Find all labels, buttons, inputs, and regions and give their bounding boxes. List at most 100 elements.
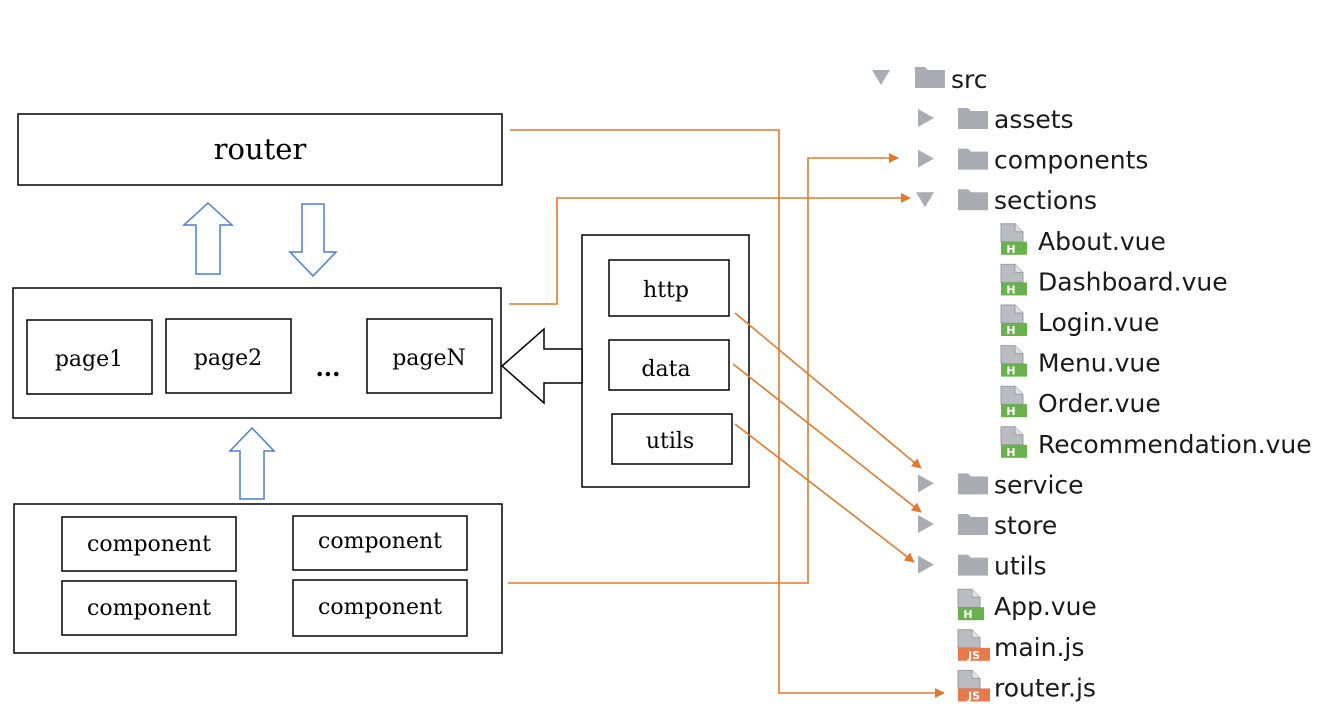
tree-item-menu-vue[interactable]: H Menu.vue: [1000, 345, 1161, 378]
tree-item-assets[interactable]: assets: [918, 105, 1074, 134]
components-container: component component component component: [13, 503, 503, 654]
pages-container: page1 page2 ... pageN: [12, 287, 502, 419]
service-box: utils: [611, 413, 733, 465]
component-label: component: [87, 596, 211, 621]
tree-item-label: store: [994, 511, 1057, 540]
tree-item-store[interactable]: store: [918, 511, 1057, 540]
vue-file-icon: H: [1000, 223, 1027, 256]
up-arrow-icon: [228, 426, 276, 500]
component-label: component: [318, 529, 442, 554]
tree-item-label: Login.vue: [1038, 308, 1159, 337]
page-box: pageN: [366, 318, 493, 394]
file-badge: H: [1006, 365, 1015, 378]
folder-icon: [958, 514, 988, 535]
tree-item-router-js[interactable]: JS router.js: [957, 669, 1096, 702]
ellipsis-label: ...: [315, 353, 340, 382]
service-box: data: [608, 339, 730, 391]
collapsed-triangle-icon[interactable]: [918, 555, 934, 574]
services-container: http data utils: [581, 234, 750, 488]
tree-root-src[interactable]: src: [872, 65, 988, 94]
vue-file-icon: H: [1000, 345, 1027, 378]
tree-item-label: Menu.vue: [1038, 349, 1161, 378]
connectors: [508, 129, 945, 698]
file-badge: H: [1006, 283, 1015, 296]
collapsed-triangle-icon[interactable]: [918, 515, 934, 533]
vue-file-icon: H: [1000, 263, 1027, 296]
page-label: pageN: [392, 346, 466, 371]
page-label: page1: [55, 347, 123, 372]
left-arrow-icon: [500, 327, 583, 405]
tree-item-app-vue[interactable]: H App.vue: [957, 588, 1097, 621]
component-label: component: [87, 532, 211, 557]
file-badge: H: [963, 608, 972, 621]
page-box: page1: [26, 319, 153, 395]
component-box: component: [61, 580, 237, 636]
tree-item-dashboard-vue[interactable]: H Dashboard.vue: [1000, 263, 1228, 296]
vue-file-icon: H: [1000, 426, 1027, 459]
connector-components-to-components-folder: [508, 153, 899, 584]
tree-item-label: service: [994, 470, 1084, 499]
js-file-icon: JS: [957, 669, 990, 702]
vue-file-icon: H: [1000, 304, 1027, 337]
folder-icon: [958, 473, 988, 495]
folder-icon: [915, 67, 945, 88]
tree-item-order-vue[interactable]: H Order.vue: [1000, 385, 1161, 418]
service-label: http: [643, 278, 689, 303]
page-label: page2: [194, 346, 262, 371]
folder-icon: [958, 189, 988, 211]
tree-item-label: assets: [994, 105, 1074, 134]
down-arrow-icon: [288, 203, 338, 278]
tree-item-sections[interactable]: sections: [916, 186, 1097, 215]
service-box: http: [608, 259, 730, 317]
tree-item-label: components: [994, 146, 1148, 175]
connector-utils-to-utils: [734, 423, 915, 563]
tree-item-label: App.vue: [994, 592, 1097, 621]
file-badge: H: [1006, 243, 1015, 256]
tree-item-label: Dashboard.vue: [1038, 267, 1228, 296]
component-box: component: [292, 515, 468, 571]
connector-router-to-routerjs: [510, 129, 945, 698]
tree-item-label: sections: [994, 186, 1097, 215]
up-arrow-icon: [182, 201, 234, 275]
file-badge: H: [1006, 405, 1015, 418]
tree-item-label: router.js: [994, 673, 1096, 702]
tree-item-login-vue[interactable]: H Login.vue: [1000, 304, 1159, 337]
service-label: data: [641, 357, 690, 382]
tree-item-components[interactable]: components: [918, 146, 1148, 175]
tree-item-label: src: [951, 65, 988, 94]
tree-item-utils[interactable]: utils: [918, 552, 1047, 581]
file-badge: H: [1006, 324, 1015, 337]
connector-http-to-service: [734, 312, 922, 469]
tree-item-service[interactable]: service: [918, 470, 1084, 499]
component-box: component: [292, 579, 468, 637]
vue-file-icon: H: [957, 588, 984, 621]
collapsed-triangle-icon[interactable]: [918, 149, 934, 168]
collapsed-triangle-icon[interactable]: [918, 109, 934, 127]
component-label: component: [318, 595, 442, 620]
component-box: component: [61, 516, 237, 572]
folder-icon: [958, 148, 988, 170]
folder-icon: [958, 554, 988, 576]
connector-pages-to-sections: [509, 193, 911, 305]
page-box: page2: [165, 318, 292, 394]
file-badge: H: [1006, 446, 1015, 459]
folder-icon: [958, 108, 988, 129]
service-label: utils: [646, 429, 694, 454]
file-badge: JS: [967, 689, 980, 702]
router-label: router: [214, 132, 307, 166]
tree-item-about-vue[interactable]: H About.vue: [1000, 223, 1166, 256]
tree-item-label: Order.vue: [1038, 389, 1161, 418]
router-box: router: [17, 113, 503, 186]
tree-item-label: utils: [994, 552, 1047, 581]
expanded-triangle-icon[interactable]: [872, 70, 890, 85]
collapsed-triangle-icon[interactable]: [918, 474, 934, 493]
expanded-triangle-icon[interactable]: [916, 192, 934, 208]
js-file-icon: JS: [957, 629, 990, 662]
vue-file-icon: H: [1000, 385, 1027, 418]
connector-data-to-store: [732, 363, 922, 513]
tree-item-label: About.vue: [1038, 227, 1166, 256]
